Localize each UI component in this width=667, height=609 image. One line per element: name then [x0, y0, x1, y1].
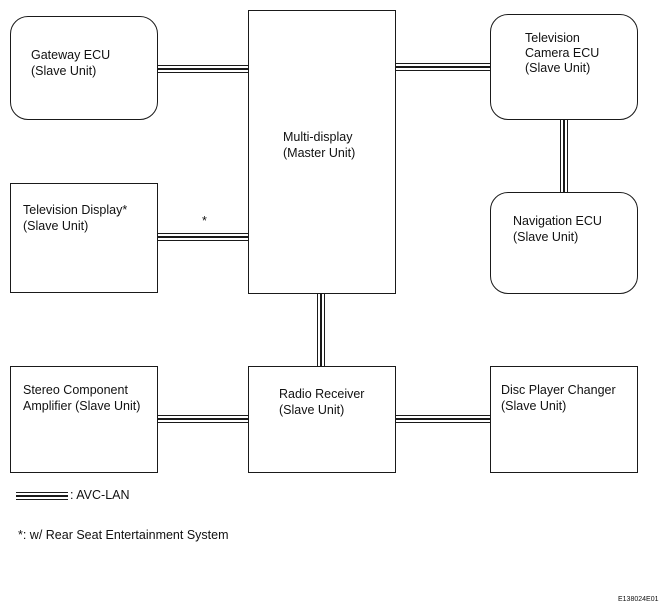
gateway-ecu-box: Gateway ECU (Slave Unit): [10, 16, 158, 120]
tv-camera-ecu-name1: Television: [525, 31, 580, 45]
multi-display-box: Multi-display (Master Unit): [248, 10, 396, 294]
tv-camera-ecu-role: (Slave Unit): [525, 61, 591, 75]
bus-tvcamera-navigation: [560, 120, 568, 192]
disc-changer-role: (Slave Unit): [501, 399, 567, 413]
gateway-ecu-role: (Slave Unit): [31, 64, 97, 78]
legend-avc-lan-label: : AVC-LAN: [70, 488, 130, 502]
bus-optional-marker: *: [202, 214, 207, 228]
radio-receiver-box: Radio Receiver (Slave Unit): [248, 366, 396, 473]
tv-display-role: (Slave Unit): [23, 219, 89, 233]
footnote: *: w/ Rear Seat Entertainment System: [18, 528, 229, 542]
multi-display-name: Multi-display: [283, 130, 353, 144]
stereo-amp-role: Amplifier (Slave Unit): [23, 399, 141, 413]
disc-changer-box: Disc Player Changer (Slave Unit): [490, 366, 638, 473]
bus-tvdisplay-multidisplay: [158, 233, 248, 241]
tv-camera-ecu-box: Television Camera ECU (Slave Unit): [490, 14, 638, 120]
navigation-ecu-role: (Slave Unit): [513, 230, 579, 244]
bus-gateway-multidisplay: [158, 65, 248, 73]
tv-display-box: Television Display* (Slave Unit): [10, 183, 158, 293]
multi-display-role: (Master Unit): [283, 146, 356, 160]
disc-changer-name: Disc Player Changer: [501, 383, 616, 397]
stereo-amp-box: Stereo Component Amplifier (Slave Unit): [10, 366, 158, 473]
tv-display-name: Television Display*: [23, 203, 128, 217]
gateway-ecu-name: Gateway ECU: [31, 48, 111, 62]
bus-stereoamp-radio: [158, 415, 248, 423]
tv-camera-ecu-name2: Camera ECU: [525, 46, 600, 60]
navigation-ecu-box: Navigation ECU (Slave Unit): [490, 192, 638, 294]
bus-multidisplay-tvcamera: [396, 63, 490, 71]
radio-receiver-role: (Slave Unit): [279, 403, 345, 417]
bus-radio-discchanger: [396, 415, 490, 423]
radio-receiver-name: Radio Receiver: [279, 387, 365, 401]
bus-multidisplay-radio: [317, 294, 325, 366]
legend-avc-lan-symbol: [16, 492, 68, 500]
navigation-ecu-name: Navigation ECU: [513, 214, 602, 228]
figure-code: E138024E01: [618, 596, 659, 603]
stereo-amp-name: Stereo Component: [23, 383, 128, 397]
